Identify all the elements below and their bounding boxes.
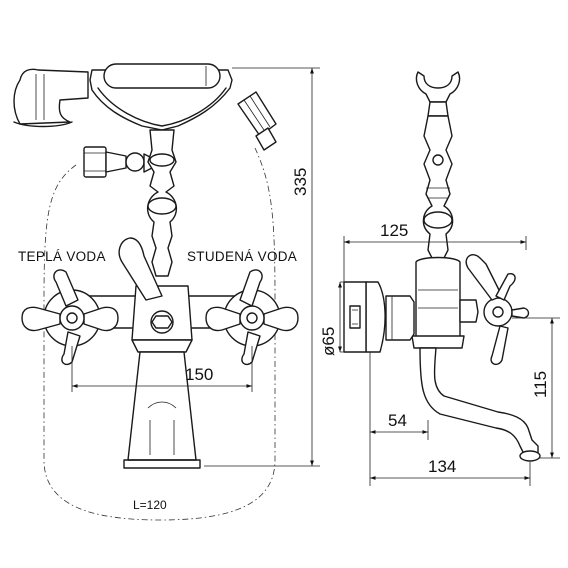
dimension-115-text: 115 <box>531 371 550 398</box>
wall-connector <box>385 295 415 341</box>
dimension-54: 54 <box>369 352 429 440</box>
shower-cradle <box>89 63 233 131</box>
side-valve <box>83 146 153 178</box>
dimension-150: 150 <box>71 346 253 392</box>
dimension-134: 134 <box>369 440 531 486</box>
dimension-54-text: 54 <box>388 411 407 430</box>
dimension-diameter: ø65 <box>319 281 344 356</box>
central-column <box>147 129 177 277</box>
dimension-134-text: 134 <box>428 457 456 476</box>
wall-flange <box>343 281 386 353</box>
spout-front <box>123 351 201 469</box>
front-view: TEPLÁ VODA STUDENÁ VODA L=120 150 335 <box>13 63 320 521</box>
cold-water-label: STUDENÁ VODA <box>187 249 297 264</box>
hot-water-handle <box>21 269 119 366</box>
side-column <box>422 115 454 259</box>
hot-water-label: TEPLÁ VODA <box>18 249 106 264</box>
wall-hook <box>415 71 461 117</box>
dimension-335: 335 <box>204 67 320 467</box>
spout-side <box>419 347 541 462</box>
side-view: 125 ø65 54 134 115 <box>319 71 560 486</box>
hand-shower-head <box>13 68 89 128</box>
spout-length-label: L=120 <box>133 498 167 512</box>
dimension-335-text: 335 <box>291 168 310 196</box>
dimension-115: 115 <box>512 317 560 459</box>
hose-connector <box>237 91 277 151</box>
dimension-125-text: 125 <box>380 221 408 240</box>
side-body <box>411 256 465 349</box>
side-handle <box>459 254 530 366</box>
dimension-150-text: 150 <box>185 365 213 384</box>
dimension-diameter-text: ø65 <box>319 327 338 356</box>
hose-path <box>43 147 276 521</box>
diverter-lever <box>118 237 163 301</box>
dimension-125: 125 <box>343 221 527 282</box>
